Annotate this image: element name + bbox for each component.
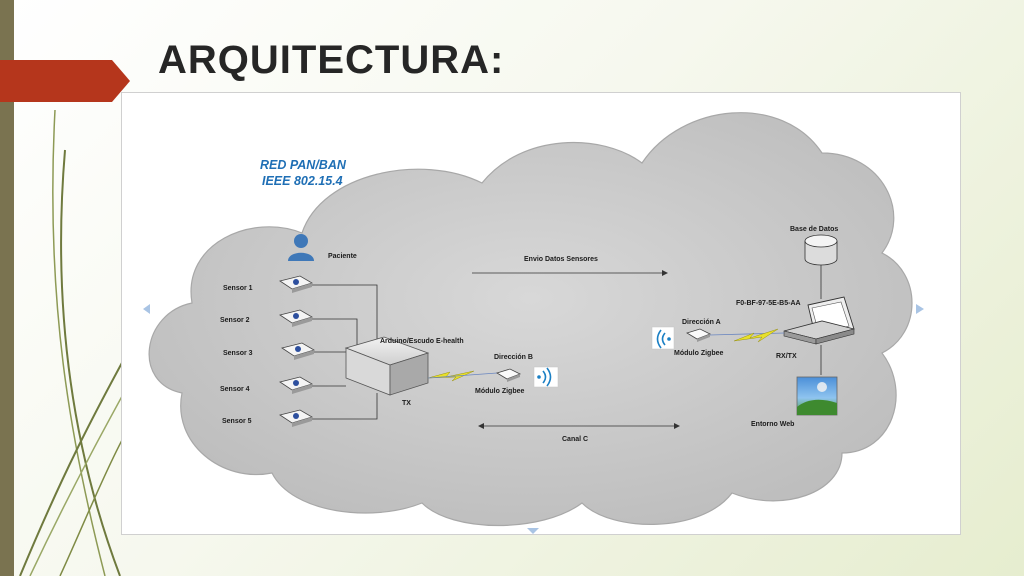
nav-arrow-down-icon[interactable] (527, 528, 539, 534)
zigbee-left-label: Módulo Zigbee (475, 388, 524, 395)
sensor-4-label: Sensor 4 (220, 386, 250, 393)
left-accent-bar (0, 0, 14, 576)
sensor-5-label: Sensor 5 (222, 418, 252, 425)
database-label: Base de Datos (790, 226, 838, 233)
database-icon (804, 234, 838, 266)
envio-label: Envio Datos Sensores (524, 256, 598, 263)
sensor-1-label: Sensor 1 (223, 285, 253, 292)
mac-label: F0-BF-97-5E-B5-AA (736, 300, 801, 307)
direccion-a-label: Dirección A (682, 319, 721, 326)
sensor-connections (312, 284, 378, 420)
sensor-2-label: Sensor 2 (220, 317, 250, 324)
canal-label: Canal C (562, 436, 588, 443)
sensor-4: Sensor 4 (220, 376, 313, 394)
lightning-right-icon (733, 328, 779, 343)
zigbee-right-label: Módulo Zigbee (674, 350, 723, 357)
canal-arrow-head-right (674, 423, 680, 429)
web-environment-icon (796, 376, 838, 416)
sensor-1: Sensor 1 (223, 275, 313, 293)
laptop-icon (783, 296, 855, 345)
envio-arrow-head (662, 270, 668, 276)
nav-arrow-left-icon[interactable] (143, 304, 151, 314)
zigbee-module-left (496, 368, 521, 382)
arduino-label: Arduino/Escudo E-health (380, 338, 464, 345)
wireless-signal-left-icon (533, 366, 559, 388)
sensor-3: Sensor 3 (223, 342, 315, 360)
architecture-diagram: RED PAN/BAN IEEE 802.15.4 Paciente Senso… (121, 92, 961, 535)
rxtx-label: RX/TX (776, 353, 797, 360)
zigbee-module-right (686, 328, 711, 342)
cloud-background (148, 112, 913, 527)
network-title-line2: IEEE 802.15.4 (262, 174, 343, 188)
slide-title: ARQUITECTURA: (158, 38, 505, 82)
web-label: Entorno Web (751, 421, 794, 428)
arduino-device (344, 336, 430, 396)
sensor-2: Sensor 2 (220, 309, 313, 327)
title-flag-arrow (0, 60, 130, 102)
patient-label: Paciente (328, 253, 357, 260)
patient-icon (288, 234, 314, 261)
canal-arrow-head-left (478, 423, 484, 429)
direccion-b-label: Dirección B (494, 354, 533, 361)
sensor-3-label: Sensor 3 (223, 350, 253, 357)
wireless-signal-right-icon (651, 326, 675, 350)
tx-label: TX (402, 400, 411, 407)
sensor-5: Sensor 5 (222, 409, 313, 427)
nav-arrow-right-icon[interactable] (916, 304, 924, 314)
network-title-line1: RED PAN/BAN (260, 158, 347, 172)
